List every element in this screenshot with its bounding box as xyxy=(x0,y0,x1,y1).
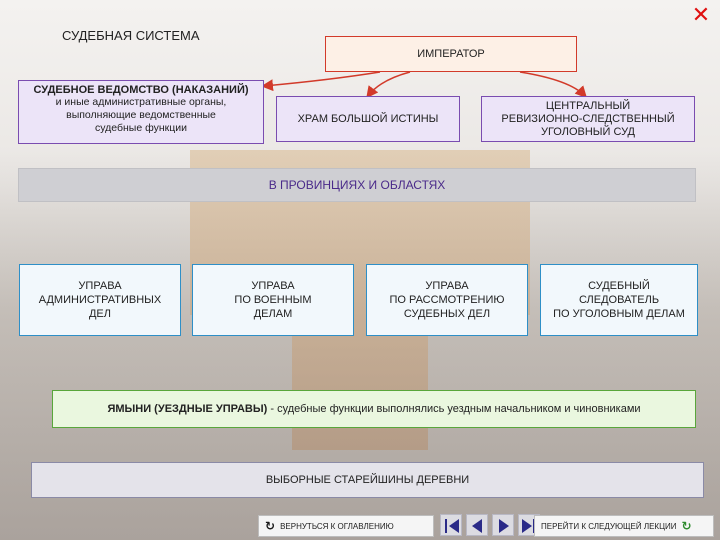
central-line-1: ЦЕНТРАЛЬНЫЙ xyxy=(545,99,631,112)
uprava-line-2: СЛЕДОВАТЕЛЬ xyxy=(578,294,660,306)
yamyni-rest: - судебные функции выполнялись уездным н… xyxy=(267,403,641,415)
uprava-line-2: АДМИНИСТРАТИВНЫХ xyxy=(38,294,162,306)
yamyni-text: ЯМЫНИ (УЕЗДНЫЕ УПРАВЫ) - судебные функци… xyxy=(107,403,640,415)
first-slide-icon[interactable] xyxy=(440,514,462,536)
uprava-judicial-box: УПРАВА ПО РАССМОТРЕНИЮ СУДЕБНЫХ ДЕЛ xyxy=(366,264,528,336)
uprava-line-3: ДЕЛ xyxy=(88,308,111,320)
uprava-line-3: ДЕЛАМ xyxy=(253,308,293,320)
uprava-line-1: УПРАВА xyxy=(251,280,295,292)
central-line-2: РЕВИЗИОННО-СЛЕДСТВЕННЫЙ xyxy=(501,112,675,125)
temple-box: ХРАМ БОЛЬШОЙ ИСТИНЫ xyxy=(276,96,460,142)
uprava-line-1: УПРАВА xyxy=(78,280,122,292)
page-title: СУДЕБНАЯ СИСТЕМА xyxy=(62,28,200,43)
uprava-line-2: ПО ВОЕННЫМ xyxy=(234,294,312,306)
central-line-3: УГОЛОВНЫЙ СУД xyxy=(540,125,636,138)
court-department-box: СУДЕБНОЕ ВЕДОМСТВО (НАКАЗАНИЙ) и иные ад… xyxy=(18,80,264,144)
yamyni-box: ЯМЫНИ (УЕЗДНЫЕ УПРАВЫ) - судебные функци… xyxy=(52,390,696,428)
slide-navigation xyxy=(440,514,540,538)
return-arrow-icon: ↻ xyxy=(265,519,276,533)
court-line-1: и иные административные органы, xyxy=(55,96,227,108)
court-line-2: выполняющие ведомственные xyxy=(66,109,216,121)
back-to-contents-button[interactable]: ↻ ВЕРНУТЬСЯ К ОГЛАВЛЕНИЮ xyxy=(258,515,434,537)
elders-label: ВЫБОРНЫЕ СТАРЕЙШИНЫ ДЕРЕВНИ xyxy=(265,474,470,486)
temple-label: ХРАМ БОЛЬШОЙ ИСТИНЫ xyxy=(297,113,439,125)
investigator-box: СУДЕБНЫЙ СЛЕДОВАТЕЛЬ ПО УГОЛОВНЫМ ДЕЛАМ xyxy=(540,264,698,336)
central-court-box: ЦЕНТРАЛЬНЫЙ РЕВИЗИОННО-СЛЕДСТВЕННЫЙ УГОЛ… xyxy=(481,96,695,142)
provinces-band: В ПРОВИНЦИЯХ И ОБЛАСТЯХ xyxy=(18,168,696,202)
uprava-military-box: УПРАВА ПО ВОЕННЫМ ДЕЛАМ xyxy=(192,264,354,336)
previous-slide-icon[interactable] xyxy=(466,514,488,536)
arrow-to-central xyxy=(519,71,588,99)
court-line-3: судебные функции xyxy=(94,122,188,134)
uprava-line-1: СУДЕБНЫЙ xyxy=(588,280,650,292)
arrow-to-temple xyxy=(366,71,411,99)
yamyni-bold: ЯМЫНИ (УЕЗДНЫЕ УПРАВЫ) xyxy=(107,403,268,415)
close-icon[interactable]: ✕ xyxy=(691,2,711,27)
elders-box: ВЫБОРНЫЕ СТАРЕЙШИНЫ ДЕРЕВНИ xyxy=(31,462,704,498)
next-lecture-button[interactable]: ПЕРЕЙТИ К СЛЕДУЮЩЕЙ ЛЕКЦИИ ↻ xyxy=(534,515,714,537)
next-slide-icon[interactable] xyxy=(492,514,514,536)
emperor-box: ИМПЕРАТОР xyxy=(325,36,577,72)
uprava-line-2: ПО РАССМОТРЕНИЮ xyxy=(389,294,505,306)
uprava-line-1: УПРАВА xyxy=(425,280,469,292)
emperor-label: ИМПЕРАТОР xyxy=(417,48,485,60)
provinces-label: В ПРОВИНЦИЯХ И ОБЛАСТЯХ xyxy=(268,178,446,192)
forward-arrow-icon: ↻ xyxy=(681,519,692,533)
back-to-contents-label: ВЕРНУТЬСЯ К ОГЛАВЛЕНИЮ xyxy=(280,521,394,531)
uprava-administrative-box: УПРАВА АДМИНИСТРАТИВНЫХ ДЕЛ xyxy=(19,264,181,336)
uprava-line-3: ПО УГОЛОВНЫМ ДЕЛАМ xyxy=(553,308,685,320)
next-lecture-label: ПЕРЕЙТИ К СЛЕДУЮЩЕЙ ЛЕКЦИИ xyxy=(541,521,677,531)
arrow-to-court xyxy=(261,71,381,92)
court-heading: СУДЕБНОЕ ВЕДОМСТВО (НАКАЗАНИЙ) xyxy=(33,84,249,96)
uprava-line-3: СУДЕБНЫХ ДЕЛ xyxy=(403,308,491,320)
